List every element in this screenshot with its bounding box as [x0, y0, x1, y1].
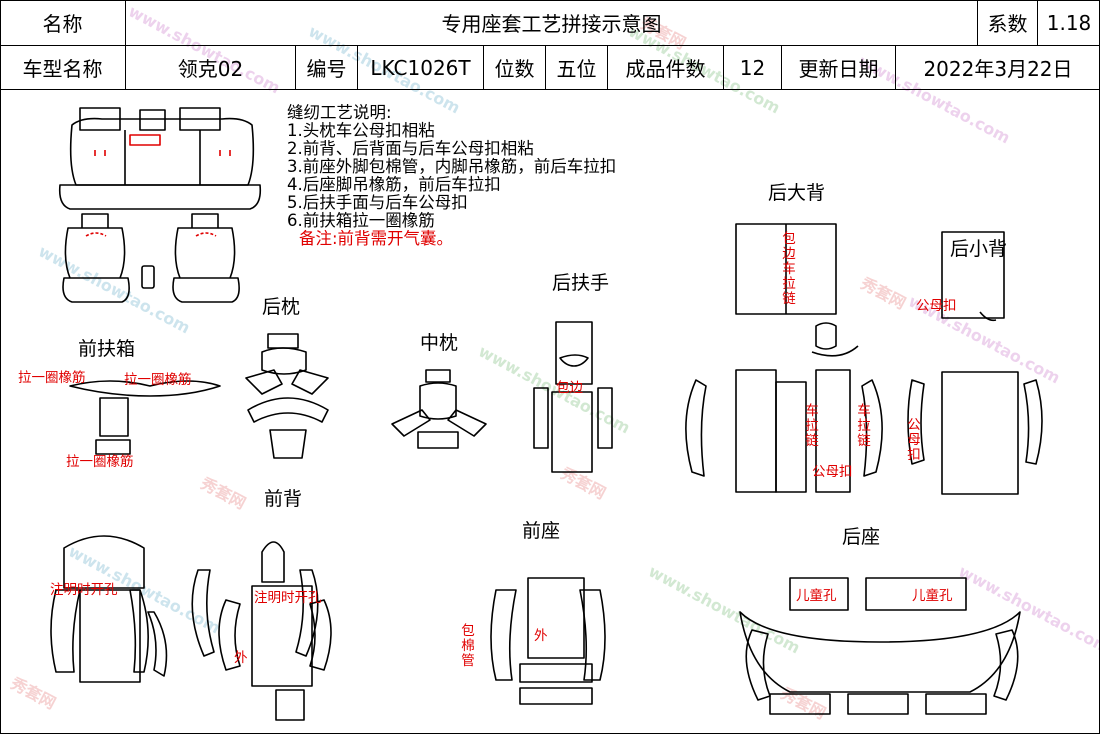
notes-remark: 备注:前背需开气囊。	[299, 229, 454, 248]
seats-label: 位数	[484, 46, 546, 90]
annotation-child-hole: 儿童孔	[796, 588, 837, 604]
note-item: 2.前背、后背面与后车公母扣相粘	[287, 139, 534, 158]
coef-label: 系数	[978, 0, 1038, 46]
note-item: 5.后扶手面与后车公母扣	[287, 193, 468, 212]
code-label: 编号	[296, 46, 358, 90]
annotation-outer: 外	[534, 628, 548, 644]
front-armbox-pieces	[69, 380, 221, 455]
coef-value: 1.18	[1038, 0, 1100, 46]
section-front-armbox: 前扶箱	[78, 338, 136, 360]
front-seats-illustration	[62, 213, 240, 303]
name-label: 名称	[0, 0, 126, 46]
rear-big-back-pieces	[685, 223, 883, 493]
note-item: 6.前扶箱拉一圈橡筋	[287, 211, 435, 230]
seats-value: 五位	[546, 46, 608, 90]
pieces-label: 成品件数	[608, 46, 724, 90]
section-middle-headrest: 中枕	[420, 332, 459, 354]
annotation-elastic-loop: 拉一圈橡筋	[124, 372, 192, 388]
annotation-airbag-hole: 注明时开孔	[50, 582, 118, 598]
sewing-notes: 缝纫工艺说明: 1.头枕车公母扣相粘 2.前背、后背面与后车公母扣相粘 3.前座…	[287, 104, 616, 248]
section-rear-small-back: 后小背	[950, 238, 1008, 260]
pieces-value: 12	[724, 46, 782, 90]
annotation-zipper: 车拉链	[805, 403, 819, 449]
rear-small-back-pieces	[907, 231, 1043, 495]
code-value: LKC1026T	[358, 46, 484, 90]
notes-heading: 缝纫工艺说明:	[287, 103, 392, 122]
annotation-snap: 公母扣	[907, 417, 921, 463]
section-rear-armrest: 后扶手	[552, 272, 610, 294]
section-front-back: 前背	[264, 488, 303, 510]
section-rear-big-back: 后大背	[768, 182, 826, 204]
annotation-outer: 外	[234, 650, 248, 666]
rear-bench-illustration	[58, 107, 262, 210]
rear-headrest-pieces	[245, 333, 329, 459]
rear-armrest-pieces	[533, 321, 613, 473]
model-value: 领克02	[126, 46, 296, 90]
rear-seat-pieces	[739, 577, 1021, 715]
annotation-wrap-edge-zipper: 包边车拉链	[782, 231, 796, 307]
annotation-child-hole: 儿童孔	[912, 588, 953, 604]
middle-headrest-pieces	[391, 369, 487, 449]
page-title: 专用座套工艺拼接示意图	[126, 0, 978, 46]
front-seat-pieces	[490, 577, 606, 705]
date-value: 2022年3月22日	[896, 46, 1100, 90]
note-item: 3.前座外脚包棉管，内脚吊橡筋，前后车拉扣	[287, 157, 617, 176]
annotation-cotton-tube: 包棉管	[461, 623, 475, 669]
note-item: 1.头枕车公母扣相粘	[287, 121, 435, 140]
model-label: 车型名称	[0, 46, 126, 90]
annotation-snap: 公母扣	[812, 464, 853, 480]
section-front-seat: 前座	[522, 520, 561, 542]
annotation-elastic-loop: 拉一圈橡筋	[66, 454, 134, 470]
annotation-elastic-loop: 拉一圈橡筋	[18, 370, 86, 386]
annotation-zipper: 车拉链	[857, 403, 871, 449]
annotation-wrap-edge: 包边	[556, 380, 583, 396]
annotation-snap: 公母扣	[916, 298, 957, 314]
section-rear-headrest: 后枕	[262, 296, 301, 318]
front-back-pieces	[50, 535, 332, 721]
section-rear-seat: 后座	[842, 526, 881, 548]
date-label: 更新日期	[782, 46, 896, 90]
annotation-airbag-hole: 注明时开孔	[254, 590, 322, 606]
note-item: 4.后座脚吊橡筋，前后车拉扣	[287, 175, 501, 194]
